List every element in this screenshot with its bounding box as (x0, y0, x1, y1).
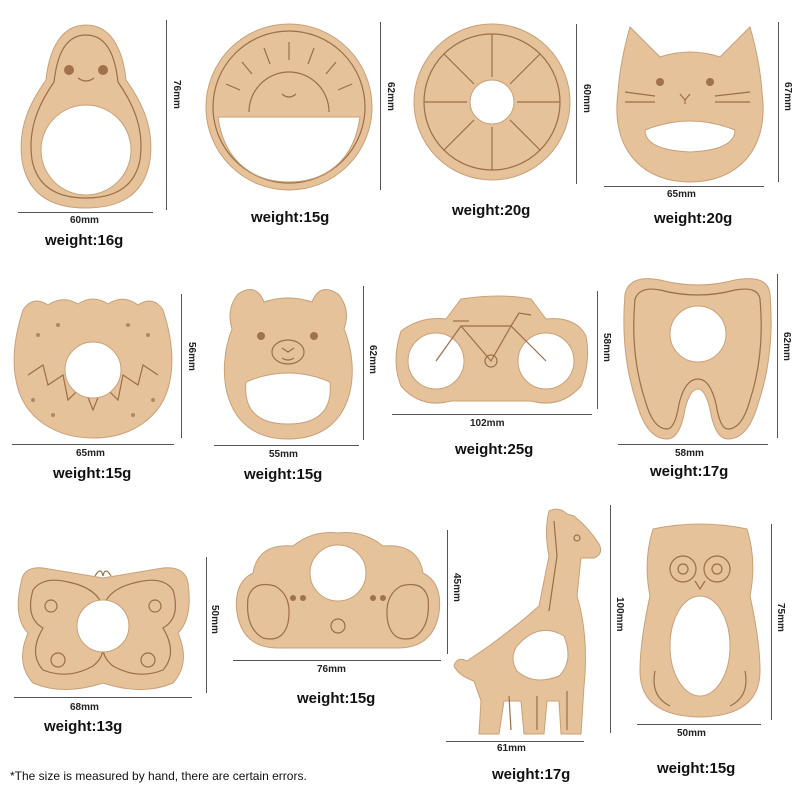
orange-weight: weight:20g (452, 202, 531, 219)
donut-height-line (181, 294, 182, 438)
cat-width-label: 65mm (667, 189, 696, 200)
donut-width-line (12, 444, 174, 445)
orange-height-label: 60mm (581, 84, 592, 113)
bear-width-label: 55mm (269, 449, 298, 460)
strawberry-donut-teether-image (8, 290, 178, 440)
owl-height-label: 75mm (775, 603, 786, 632)
cat-height-label: 67mm (782, 82, 793, 111)
butterfly-width-label: 68mm (70, 702, 99, 713)
owl-width-line (637, 724, 761, 725)
owl-height-line (771, 524, 772, 720)
donut-width-label: 65mm (76, 448, 105, 459)
cloud-height-line (447, 530, 448, 654)
giraffe-height-line (610, 505, 611, 733)
donut-height-label: 56mm (186, 342, 197, 371)
bicycle-width-label: 102mm (470, 418, 505, 429)
cat-height-line (778, 22, 779, 182)
cat-weight: weight:20g (654, 210, 733, 227)
bear-height-label: 62mm (367, 345, 378, 374)
tooth-height-label: 62mm (781, 332, 792, 361)
orange-slice-teether-image (412, 22, 572, 182)
cat-width-line (604, 186, 764, 187)
avocado-weight: weight:16g (45, 232, 124, 249)
bicycle-teether-image (391, 291, 591, 411)
orange-height-line (576, 24, 577, 184)
avocado-width-label: 60mm (70, 215, 99, 226)
cat-teether-image (610, 22, 770, 187)
bear-teether-image (216, 284, 361, 444)
cloud-weight: weight:15g (297, 690, 376, 707)
butterfly-height-label: 50mm (209, 605, 220, 634)
avocado-width-line (18, 212, 153, 213)
avocado-height-label: 76mm (171, 80, 182, 109)
bear-weight: weight:15g (244, 466, 323, 483)
tooth-width-label: 58mm (675, 448, 704, 459)
giraffe-height-label: 100mm (614, 597, 625, 632)
butterfly-width-line (14, 697, 192, 698)
avocado-height-line (166, 20, 167, 210)
butterfly-weight: weight:13g (44, 718, 123, 735)
cloud-width-line (233, 660, 441, 661)
sun-teether-image (204, 22, 374, 192)
giraffe-width-label: 61mm (497, 743, 526, 754)
bicycle-weight: weight:25g (455, 441, 534, 458)
bicycle-width-line (392, 414, 592, 415)
cloud-teether-image (233, 528, 443, 653)
size-disclaimer-footnote: *The size is measured by hand, there are… (10, 769, 307, 783)
sun-weight: weight:15g (251, 209, 330, 226)
owl-width-label: 50mm (677, 728, 706, 739)
avocado-teether-image (16, 20, 156, 210)
giraffe-width-line (446, 741, 584, 742)
sun-height-label: 62mm (385, 82, 396, 111)
bicycle-height-line (597, 291, 598, 409)
sun-height-line (380, 22, 381, 190)
tooth-teether-image (620, 274, 775, 444)
giraffe-weight: weight:17g (492, 766, 571, 783)
owl-teether-image (635, 521, 765, 721)
bicycle-height-label: 58mm (601, 333, 612, 362)
giraffe-teether-image (449, 506, 609, 740)
tooth-height-line (777, 274, 778, 438)
bear-width-line (214, 445, 359, 446)
butterfly-height-line (206, 557, 207, 693)
butterfly-teether-image (13, 558, 193, 693)
donut-weight: weight:15g (53, 465, 132, 482)
cloud-width-label: 76mm (317, 664, 346, 675)
tooth-weight: weight:17g (650, 463, 729, 480)
bear-height-line (363, 286, 364, 440)
owl-weight: weight:15g (657, 760, 736, 777)
tooth-width-line (618, 444, 768, 445)
